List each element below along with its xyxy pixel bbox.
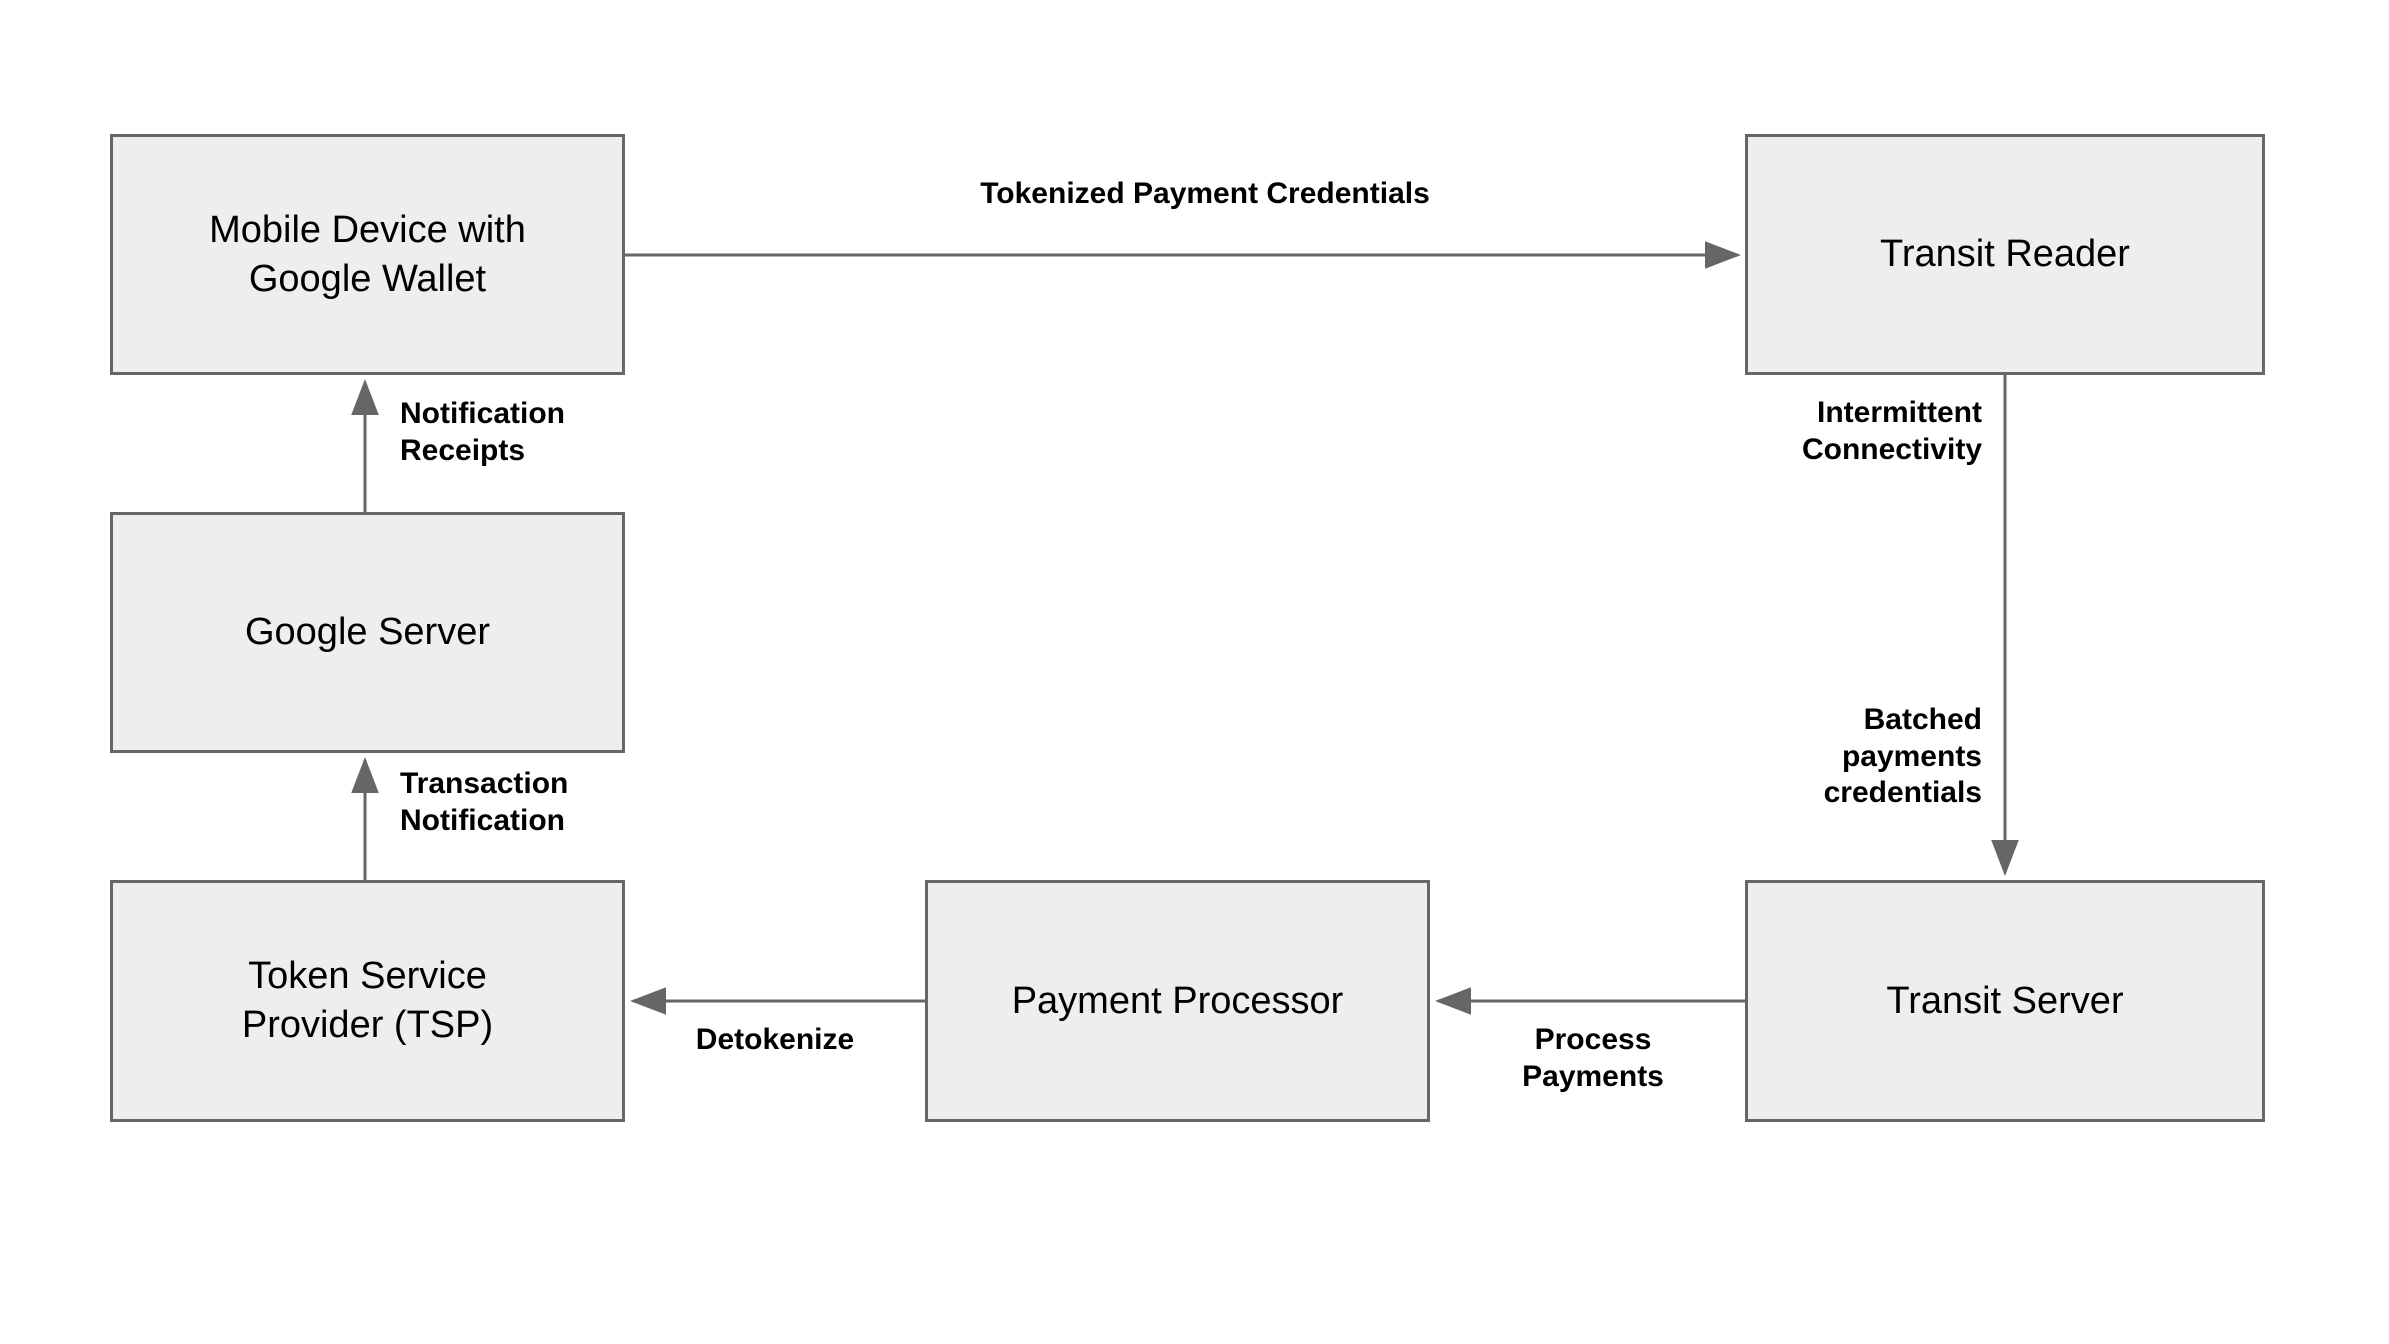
edge-label-detokenize: Detokenize: [695, 1023, 855, 1056]
node-label-google-server: Google Server: [244, 611, 490, 654]
node-google-server[interactable]: Google Server: [110, 512, 625, 753]
node-label-transit-reader: Transit Reader: [1880, 233, 2130, 276]
edge-label-tokenized-payment-credentials: Tokenized Payment Credentials: [980, 177, 1430, 210]
node-token-service-provider[interactable]: Token Service Provider (TSP): [110, 880, 625, 1122]
node-label-mobile-device: Mobile Device with Google Wallet: [209, 208, 526, 300]
edge-label-batched-payments-credentials: Batched payments credentials: [1823, 703, 1982, 810]
edge-label-transaction-notification: Transaction Notification: [400, 767, 569, 837]
node-label-token-service-provider: Token Service Provider (TSP): [241, 955, 494, 1046]
edge-label-notification-receipts: Notification Receipts: [400, 397, 565, 467]
edge-label-process-payments: Process Payments: [1522, 1023, 1664, 1093]
node-label-payment-processor: Payment Processor: [1011, 979, 1344, 1022]
node-transit-server[interactable]: Transit Server: [1745, 880, 2265, 1122]
node-payment-processor[interactable]: Payment Processor: [925, 880, 1430, 1122]
edge-label-intermittent-connectivity: Intermittent Connectivity: [1801, 396, 1982, 466]
node-transit-reader[interactable]: Transit Reader: [1745, 134, 2265, 375]
node-label-transit-server: Transit Server: [1886, 979, 2124, 1022]
node-mobile-device[interactable]: Mobile Device with Google Wallet: [110, 134, 625, 375]
